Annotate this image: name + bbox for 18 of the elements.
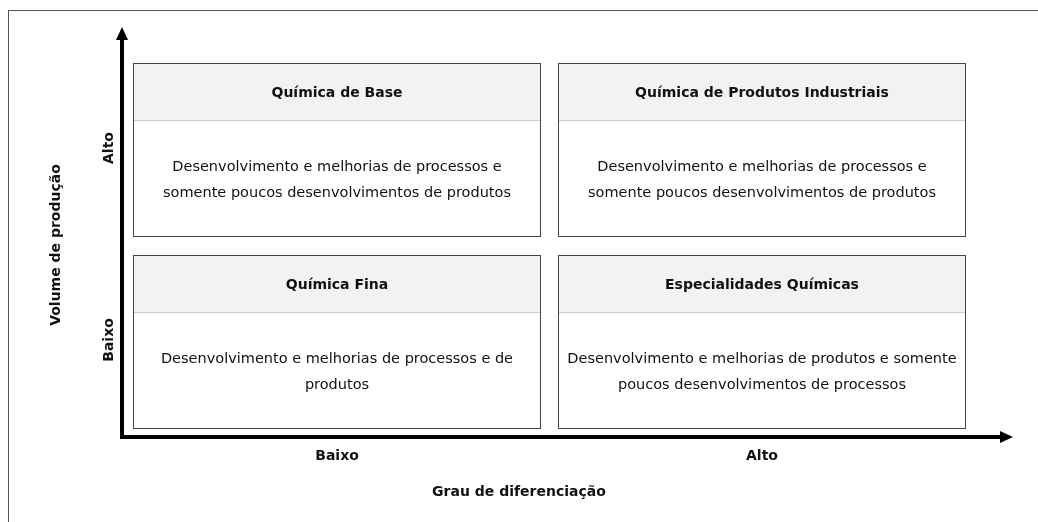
quadrant-box [558, 63, 966, 237]
quadrant-heading: Química de Produtos Industriais [559, 64, 965, 121]
axis-label: Volume de produção [45, 164, 64, 326]
quadrant-description: Desenvolvimento e melhorias de processos e somente poucos desenvolvimentos de produtos [587, 156, 937, 202]
quadrant-heading: Especialidades Químicas [559, 256, 965, 313]
axis-label: Alto [746, 445, 778, 465]
quadrant-description: Desenvolvimento e melhorias de processos e somente poucos desenvolvimentos de produtos [162, 156, 512, 202]
quadrant-box [133, 255, 541, 429]
quadrant-description: Desenvolvimento e melhorias de processos e de produtos [159, 348, 515, 394]
axis-label: Baixo [98, 318, 117, 362]
quadrant-heading: Química de Base [134, 64, 540, 121]
axis-label: Grau de diferenciação [432, 481, 606, 501]
quadrant-heading: Química Fina [134, 256, 540, 313]
quadrant-description: Desenvolvimento e melhorias de produtos e somente poucos desenvolvimentos de processos [567, 348, 957, 394]
quadrant-box [558, 255, 966, 429]
axis-label: Baixo [315, 445, 359, 465]
axis-label: Alto [98, 132, 117, 164]
quadrant-box [133, 63, 541, 237]
